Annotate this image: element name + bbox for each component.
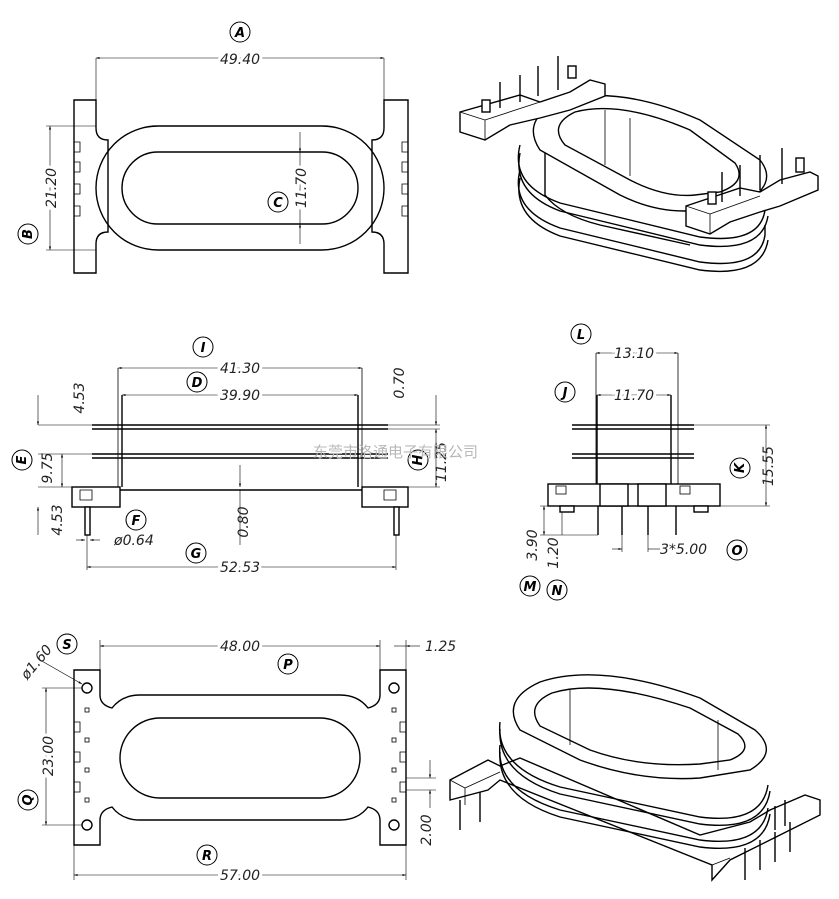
right-flange <box>371 99 409 274</box>
dim-b: 21.20 <box>44 168 60 208</box>
front-view: 41.30 I 39.90 D 4.53 9.75 E 4.53 0.70 11… <box>11 336 450 579</box>
dim-g: 52.53 <box>220 560 260 576</box>
label-l: L <box>577 328 585 343</box>
bottom-view: 48.00 P 1.25 ø1.60 S 23.00 Q 2.00 57.00 … <box>17 633 456 887</box>
dim-k: 15.55 <box>761 446 777 486</box>
label-s: S <box>62 638 71 653</box>
label-j: J <box>560 386 568 401</box>
dim-d: 39.90 <box>220 388 260 404</box>
label-i: I <box>201 341 206 356</box>
dim-s: ø1.60 <box>17 642 56 684</box>
side-view: 13.10 L 11.70 J 15.55 K 3.90 1.20 M N 3*… <box>519 323 777 601</box>
outer-oval <box>95 125 385 251</box>
dim-right-w: 1.25 <box>425 639 456 655</box>
label-e: E <box>15 455 30 464</box>
dim-h-top: 0.70 <box>392 367 408 398</box>
label-d: D <box>192 376 203 391</box>
dim-q: 23.00 <box>41 736 57 776</box>
watermark: 东莞市洛通电子有限公司 <box>313 443 478 461</box>
dim-f: ø0.64 <box>113 533 154 549</box>
dim-c: 11.70 <box>294 168 310 208</box>
label-p: P <box>283 658 293 673</box>
dim-top-left: 4.53 <box>72 382 88 413</box>
dim-r: 57.00 <box>220 868 260 884</box>
dim-e: 9.75 <box>40 452 56 483</box>
label-c: C <box>273 196 283 211</box>
label-n: N <box>552 584 563 599</box>
label-h: H <box>411 454 426 465</box>
inner-oval <box>121 151 359 225</box>
dim-n: 1.20 <box>546 537 562 568</box>
dim-pin-left: 4.53 <box>50 504 66 535</box>
side-base <box>547 483 721 507</box>
label-a: A <box>234 26 245 41</box>
dim-p: 48.00 <box>220 639 260 655</box>
dim-center: 0.80 <box>236 506 252 537</box>
bottom-inner-oval <box>119 717 361 799</box>
label-k: K <box>733 462 748 473</box>
base-left <box>71 486 121 508</box>
dim-a: 49.40 <box>220 52 260 68</box>
base-right <box>361 486 409 508</box>
dim-pitch: 2.00 <box>419 814 435 845</box>
label-m: M <box>524 580 537 595</box>
label-q: Q <box>21 794 36 805</box>
dim-m: 3.90 <box>525 529 541 560</box>
label-o: O <box>731 544 742 559</box>
iso-view-top <box>459 56 819 273</box>
left-flange <box>73 99 109 274</box>
label-g: G <box>191 547 202 562</box>
dim-i: 41.30 <box>220 361 260 377</box>
top-view: 49.40 A 21.20 B 11.70 C <box>17 21 409 274</box>
iso-view-bottom <box>449 674 821 882</box>
label-r: R <box>202 849 212 864</box>
bottom-outline <box>73 669 407 846</box>
dim-o: 3*5.00 <box>660 542 707 558</box>
label-f: F <box>132 514 141 529</box>
dim-j: 11.70 <box>614 388 654 404</box>
label-b: B <box>21 229 36 239</box>
dim-h: 11.25 <box>434 442 450 482</box>
dim-l: 13.10 <box>614 346 654 362</box>
